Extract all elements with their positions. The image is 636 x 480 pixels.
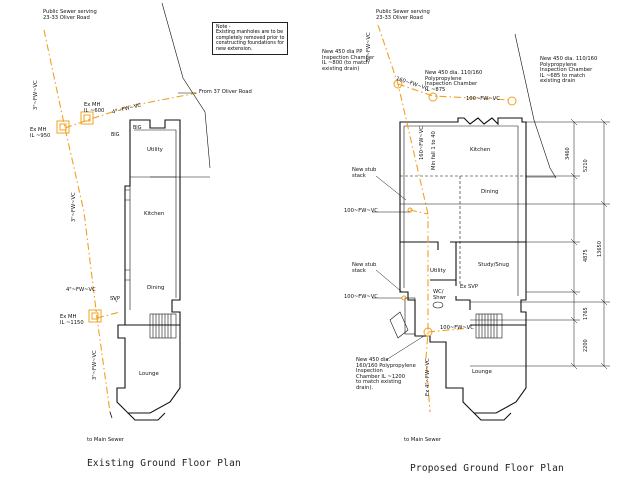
fw-top: 100~FW~VC <box>466 96 500 102</box>
fw-left-2: 100~FW~VC <box>344 294 378 300</box>
stub-stack-2-label: New stub stack <box>352 262 377 274</box>
existing-manhole-2 <box>80 111 94 125</box>
proposed-sewer-label: Public Sewer serving 23-33 Oliver Road <box>376 9 430 21</box>
existing-sewer-label: Public Sewer serving 23-33 Oliver Road <box>43 9 97 21</box>
dim-13650: 13650 <box>597 241 603 257</box>
existing-boundary-line <box>161 2 211 169</box>
proposed-room-utility: Utility <box>430 268 446 274</box>
dim-4875: 4875 <box>583 249 589 262</box>
existing-plan <box>43 2 211 421</box>
existing-manhole-3 <box>88 309 102 323</box>
min-fall-label: Min fall 1 to 40 <box>431 131 437 170</box>
existing-to-main-sewer: to Main Sewer <box>87 437 124 443</box>
fw-vertical: 160~FW~VC <box>419 126 425 160</box>
proposed-to-main-sewer: to Main Sewer <box>404 437 441 443</box>
proposed-ic-mid-label: New 450 dia. 110/160 Polypropylene Inspe… <box>425 70 483 93</box>
proposed-room-kitchen: Kitchen <box>470 147 491 153</box>
ex-svp-label: Ex SVP <box>460 284 478 290</box>
existing-mh2-label: Ex MH IL ~600 <box>84 102 105 114</box>
proposed-run-top: 3"~FW~VC <box>366 32 372 62</box>
proposed-run-bot: Ex 4"~FW~VC <box>425 358 431 396</box>
existing-manhole-1 <box>56 120 70 134</box>
proposed-room-lounge: Lounge <box>472 369 492 375</box>
proposed-ic-right-label: New 450 dia. 110/160 Polypropylene Inspe… <box>540 56 598 85</box>
proposed-ic-right <box>507 96 517 106</box>
stub-stack-1-label: New stub stack <box>352 167 377 179</box>
existing-room-lounge: Lounge <box>139 371 159 377</box>
existing-mh1-label: Ex MH IL ~950 <box>30 127 51 139</box>
proposed-top-drain <box>397 83 513 101</box>
proposed-outline <box>399 117 527 414</box>
proposed-bay-window <box>473 412 512 421</box>
dim-1765: 1765 <box>583 307 589 320</box>
existing-outline <box>116 119 181 414</box>
existing-pipe-side: 4"~FW~VC <box>66 287 96 293</box>
wc-toilet <box>432 301 444 309</box>
existing-branch-drain <box>64 92 198 129</box>
dim-2200: 2200 <box>583 339 589 352</box>
existing-run-bot: 3"~FW~VC <box>92 350 98 380</box>
existing-main-drain <box>43 29 111 413</box>
existing-big-2: BIG <box>111 133 120 138</box>
existing-svp-drain <box>96 311 121 319</box>
dim-3460: 3460 <box>565 147 571 160</box>
existing-bay-window <box>127 412 166 421</box>
proposed-caption: Proposed Ground Floor Plan <box>410 463 564 474</box>
note-box: Note - Existing manholes are to be compl… <box>212 22 289 56</box>
proposed-stairs <box>475 313 503 339</box>
existing-caption: Existing Ground Floor Plan <box>87 458 241 469</box>
proposed-inner-wall <box>404 125 519 296</box>
fw-bottom: 100~FW~VC <box>440 325 474 331</box>
proposed-room-study: Study/Snug <box>478 262 510 268</box>
wc-shower-label: WC/ Shwr <box>433 289 446 301</box>
existing-room-utility: Utility <box>147 147 163 153</box>
existing-svp: SVP <box>110 296 120 302</box>
existing-big-1: BIG <box>133 126 142 131</box>
dim-5210: 5210 <box>583 159 589 172</box>
proposed-ic-bottom <box>423 327 433 337</box>
existing-run-mid: 3"~FW~VC <box>71 192 77 222</box>
existing-room-kitchen: Kitchen <box>144 211 165 217</box>
proposed-ic-mid <box>428 92 438 102</box>
proposed-plan <box>372 24 610 421</box>
proposed-ic-bottom-label: New 450 dia. 160/160 Polypropylene Inspe… <box>356 357 416 391</box>
proposed-main-drain <box>377 24 431 413</box>
fw-left-1: 100~FW~VC <box>344 208 378 214</box>
existing-stairs <box>149 313 177 339</box>
existing-run-top: 3"~FW~VC <box>33 80 39 110</box>
existing-mh3-label: Ex MH IL ~1150 <box>60 314 84 326</box>
proposed-room-dining: Dining <box>481 189 499 195</box>
proposed-dining-wall <box>400 241 526 250</box>
proposed-bottom-drain <box>427 327 471 333</box>
proposed-ic-left <box>393 79 403 89</box>
existing-from-label: From 37 Oliver Road <box>199 89 252 95</box>
existing-room-dining: Dining <box>147 285 165 291</box>
existing-inner-wall <box>134 129 177 298</box>
proposed-study-wall <box>455 242 471 310</box>
proposed-boundary-line <box>514 33 557 179</box>
proposed-ic-left-label: New 450 dia PP Inspection Chamber IL ~80… <box>322 49 375 72</box>
